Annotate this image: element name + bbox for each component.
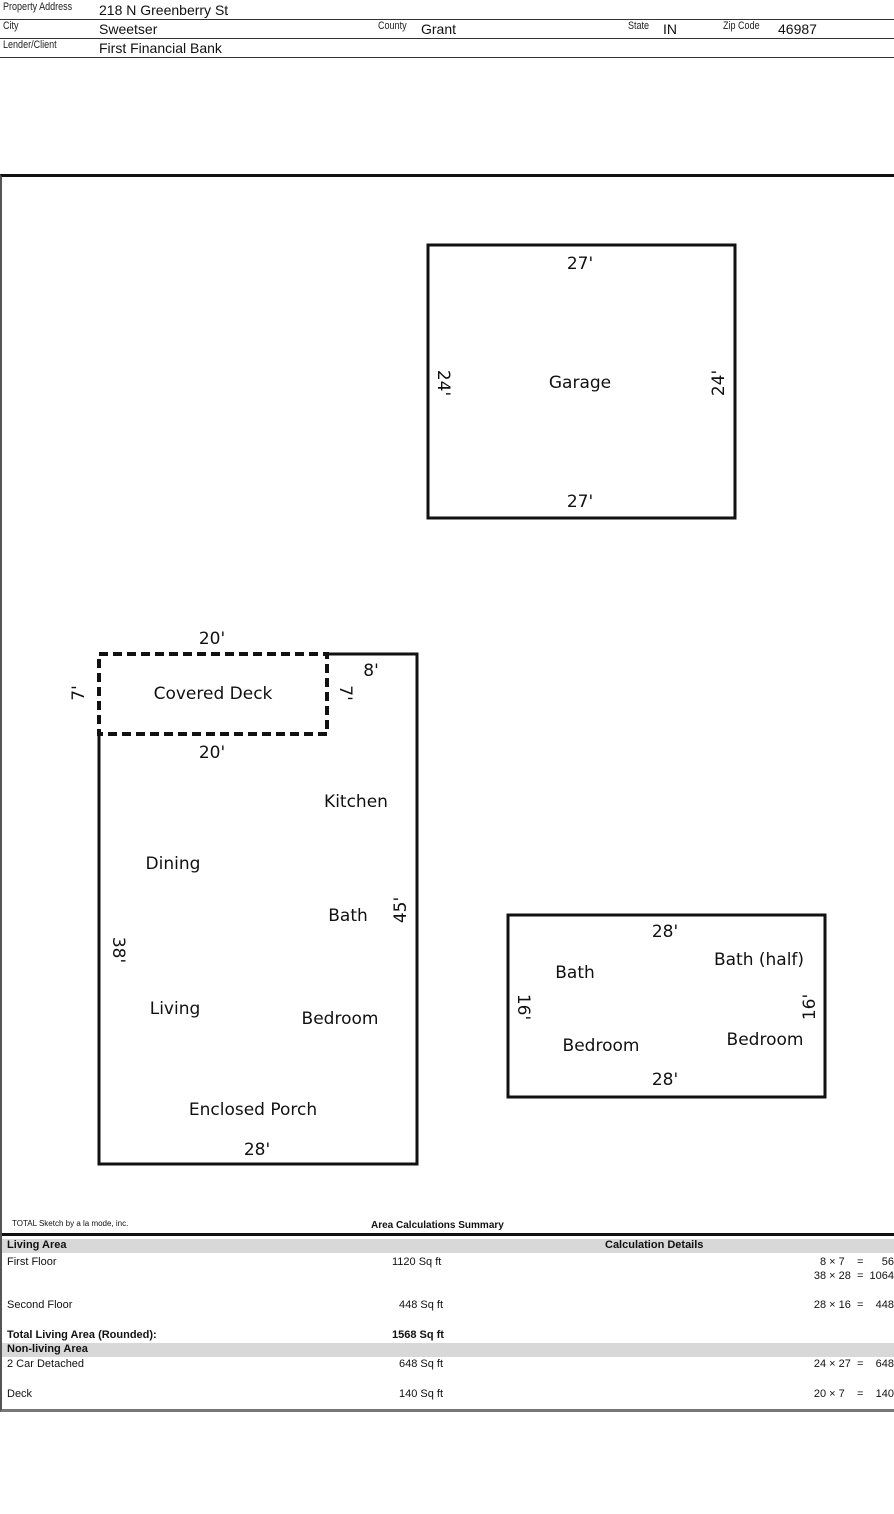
calc-details-label: Calculation Details [605,1239,704,1251]
deck-top-dim: 20' [199,629,225,649]
total-living-name: Total Living Area (Rounded): [7,1329,157,1341]
sketch-sheet: 27' 27' Garage 24' 24' 20' 20' Covered D… [0,174,894,1412]
total-living-row: Total Living Area (Rounded): 1568 Sq ft [2,1329,894,1343]
room-upper-bath: Bath [555,963,595,983]
summary-rule [2,1233,894,1236]
lender-row: Lender/Client First Financial Bank [0,38,894,58]
first-floor-calc-1: 8 × 7 = 56 [820,1256,894,1268]
property-address-row: Property Address 218 N Greenberry St [0,0,894,20]
second-floor-name: Second Floor [7,1299,73,1311]
state-value: IN [663,21,677,37]
deck-area: 140 Sq ft [399,1388,444,1400]
second-floor-right-dim: 16' [800,994,820,1020]
notch-dim: 8' [363,661,379,681]
first-floor-name: First Floor [7,1256,57,1268]
garage-left-dim: 24' [433,370,453,396]
first-floor-calc-2: 38 × 28 = 1064 [813,1270,894,1282]
property-address-value: 218 N Greenberry St [99,2,229,18]
first-floor-bottom-dim: 28' [244,1140,270,1160]
deck-left-dim: 7' [69,685,89,701]
deck-name: Deck [7,1388,33,1400]
garage-label: Garage [549,373,611,393]
floor-plan-sketch: 27' 27' Garage 24' 24' 20' 20' Covered D… [69,243,827,1166]
room-bath: Bath [328,906,368,926]
zip-value: 46987 [778,21,817,37]
room-dining: Dining [146,854,201,874]
room-kitchen: Kitchen [324,792,388,812]
deck-label: Covered Deck [154,684,273,704]
first-floor-left-dim: 38' [108,937,128,963]
nonliving-area-header: Non-living Area [2,1343,894,1357]
city-row: City Sweetser County Grant State IN Zip … [0,19,894,39]
garage-outline [426,243,737,520]
deck-row: Deck 140 Sq ft 20 × 7 = 140 [2,1388,894,1402]
second-floor-calc: 28 × 16 = 448 [813,1299,894,1311]
living-area-header: Living Area Calculation Details [2,1239,894,1253]
room-enclosed-porch: Enclosed Porch [189,1100,317,1120]
county-value: Grant [421,21,457,37]
garage-name: 2 Car Detached [7,1358,85,1370]
deck-calc: 20 × 7 = 140 [813,1388,894,1400]
second-floor-left-dim: 16' [513,994,533,1020]
room-upper-bedroom-2: Bedroom [727,1030,804,1050]
garage-bottom-dim: 27' [567,492,593,512]
city-value: Sweetser [99,21,158,37]
first-floor-right-dim: 45' [391,897,411,923]
second-floor-bottom-dim: 28' [652,1070,678,1090]
room-living: Living [150,999,201,1019]
room-bath-half: Bath (half) [714,950,804,970]
garage-calc: 24 × 27 = 648 [813,1358,894,1370]
total-living-area: 1568 Sq ft [392,1329,444,1341]
zip-label: Zip Code [723,20,760,32]
county-label: County [378,20,407,32]
garage-area: 648 Sq ft [399,1358,444,1370]
covered-deck-outline [97,652,329,736]
city-label: City [3,20,19,32]
room-bedroom: Bedroom [302,1009,379,1029]
first-floor-area: 1120 Sq ft [392,1256,442,1268]
room-upper-bedroom-1: Bedroom [563,1036,640,1056]
living-area-label: Living Area [7,1239,67,1251]
second-floor-outline [506,913,827,1099]
garage-top-dim: 27' [567,254,593,274]
garage-right-dim: 24' [709,370,729,396]
property-address-label: Property Address [3,1,73,13]
lender-value: First Financial Bank [99,40,222,56]
nonliving-area-label: Non-living Area [7,1343,88,1355]
garage-row: 2 Car Detached 648 Sq ft 24 × 27 = 648 [2,1358,894,1372]
first-floor-row: First Floor 1120 Sq ft 8 × 7 = 56 [2,1256,894,1270]
state-label: State [628,20,650,32]
sketch-credit: TOTAL Sketch by a la mode, inc. [12,1219,129,1228]
summary-title: Area Calculations Summary [371,1220,504,1231]
deck-right-dim: 7' [335,685,355,701]
second-floor-area: 448 Sq ft [399,1299,444,1311]
second-floor-top-dim: 28' [652,922,678,942]
first-floor-outline [97,652,419,1166]
lender-label: Lender/Client [3,39,57,51]
deck-bottom-dim: 20' [199,743,225,763]
first-floor-row-2: 38 × 28 = 1064 [2,1270,894,1284]
second-floor-row: Second Floor 448 Sq ft 28 × 16 = 448 [2,1299,894,1313]
